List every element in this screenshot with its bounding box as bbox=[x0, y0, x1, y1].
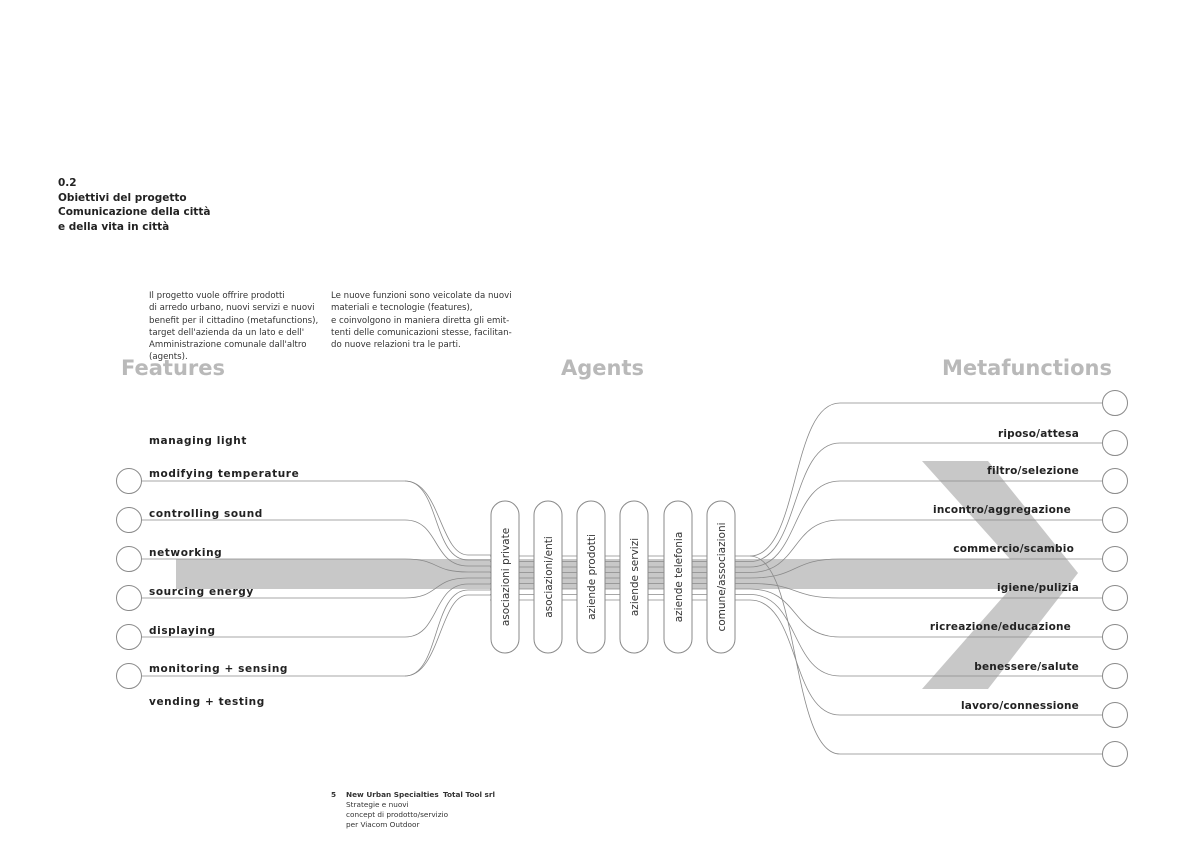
agent-capsules: asociazioni private asociazioni/enti azien… bbox=[490, 500, 736, 654]
metafunction-connector-line bbox=[749, 558, 1103, 579]
metafunction-node-circle bbox=[1102, 468, 1128, 494]
section-number: 0.2 bbox=[58, 177, 77, 189]
agent-capsule bbox=[490, 500, 520, 654]
agent-capsule bbox=[619, 500, 649, 654]
footer-page-number: 5 bbox=[331, 790, 337, 799]
metafunction-node-circle bbox=[1102, 585, 1128, 611]
feature-node-circle bbox=[116, 624, 142, 650]
intro-paragraph-right: Le nuove funzioni sono veicolate da nuov… bbox=[331, 291, 512, 351]
feature-node-circle bbox=[116, 663, 142, 689]
feature-label: networking bbox=[149, 547, 223, 559]
agent-capsule-label: comune/associazioni bbox=[716, 522, 728, 631]
agent-capsule bbox=[706, 500, 736, 654]
metafunction-connector-line bbox=[749, 583, 1103, 599]
feature-connectors bbox=[141, 480, 492, 677]
metafunction-connector-line bbox=[749, 599, 1103, 716]
feature-label: vending + testing bbox=[149, 696, 265, 708]
agent-capsule-label: aziende telefonia bbox=[673, 532, 685, 623]
metafunction-nodes bbox=[1102, 390, 1128, 767]
metafunction-node-circle bbox=[1102, 663, 1128, 689]
metafunction-node-circle bbox=[1102, 390, 1128, 416]
metafunction-node-circle bbox=[1102, 507, 1128, 533]
metafunction-connector-line bbox=[749, 555, 1103, 755]
section-heading: 0.2 Obiettivi del progetto Comunicazione… bbox=[58, 176, 210, 234]
footer-line3: concept di prodotto/servizio bbox=[346, 810, 449, 819]
metafunction-node-circle bbox=[1102, 741, 1128, 767]
feature-label: displaying bbox=[149, 625, 216, 637]
metafunction-label: riposo/attesa bbox=[998, 428, 1079, 440]
agent-capsule bbox=[533, 500, 563, 654]
footer-title: New Urban Specialties bbox=[346, 790, 439, 799]
features-title: Features bbox=[121, 356, 225, 380]
feature-label: managing light bbox=[149, 435, 247, 447]
metafunction-connector-line bbox=[749, 594, 1103, 677]
feature-connector-line bbox=[141, 519, 492, 567]
metafunction-label: incontro/aggregazione bbox=[933, 504, 1071, 516]
metafunction-connector-line bbox=[749, 588, 1103, 638]
feature-connector-line bbox=[141, 583, 492, 638]
feature-connector-line bbox=[404, 594, 492, 677]
agent-capsule bbox=[663, 500, 693, 654]
footer-line4: per Viacom Outdoor bbox=[346, 820, 420, 829]
agent-capsule bbox=[576, 500, 606, 654]
feature-node-circle bbox=[116, 546, 142, 572]
metafunction-node-circle bbox=[1102, 430, 1128, 456]
intro-paragraph-left: Il progetto vuole offrire prodotti di ar… bbox=[149, 291, 319, 363]
footer-publication: New Urban Specialties Strategie e nuovi … bbox=[346, 790, 448, 830]
feature-node-circle bbox=[116, 507, 142, 533]
feature-connector-line bbox=[404, 480, 492, 556]
metafunction-node-circle bbox=[1102, 624, 1128, 650]
metafunction-connector-line bbox=[749, 402, 1103, 557]
agents-title: Agents bbox=[561, 356, 645, 380]
feature-nodes bbox=[116, 468, 142, 689]
feature-label: monitoring + sensing bbox=[149, 663, 289, 675]
metafunction-node-circle bbox=[1102, 702, 1128, 728]
feature-label: controlling sound bbox=[149, 508, 263, 520]
metafunction-connectors bbox=[749, 402, 1103, 755]
metafunction-connector-line bbox=[749, 480, 1103, 568]
section-title-line2: Comunicazione della città bbox=[58, 206, 211, 218]
feature-node-circle bbox=[116, 468, 142, 494]
metafunction-label: ricreazione/educazione bbox=[929, 621, 1071, 633]
feature-node-circle bbox=[116, 585, 142, 611]
feature-label: modifying temperature bbox=[149, 468, 300, 480]
feature-connector-line bbox=[141, 558, 492, 573]
footer-line2: Strategie e nuovi bbox=[346, 800, 409, 809]
metafunction-label: igiene/pulizia bbox=[996, 582, 1079, 594]
metafunction-node-circle bbox=[1102, 546, 1128, 572]
feature-label: sourcing energy bbox=[149, 586, 254, 598]
section-title-line3: e della vita in città bbox=[58, 220, 170, 233]
metafunction-connector-line bbox=[749, 519, 1103, 573]
agent-capsule-label: aziende servizi bbox=[629, 538, 641, 616]
section-title-line1: Obiettivi del progetto bbox=[58, 191, 187, 204]
agent-capsule-label: aziende prodotti bbox=[586, 534, 598, 620]
metafunction-label: benessere/salute bbox=[974, 661, 1079, 673]
metafunction-label: filtro/selezione bbox=[987, 465, 1079, 477]
agent-capsule-label: asociazioni private bbox=[500, 528, 512, 626]
feature-connector-line bbox=[141, 577, 492, 599]
agent-capsule-label: asociazioni/enti bbox=[543, 536, 555, 618]
footer-company: Total Tool srl bbox=[443, 790, 495, 799]
metafunction-label: commercio/scambio bbox=[953, 543, 1074, 555]
metafunction-connector-line bbox=[749, 442, 1103, 562]
metafunctions-title: Metafunctions bbox=[942, 356, 1112, 380]
metafunction-label: lavoro/connessione bbox=[961, 700, 1079, 712]
